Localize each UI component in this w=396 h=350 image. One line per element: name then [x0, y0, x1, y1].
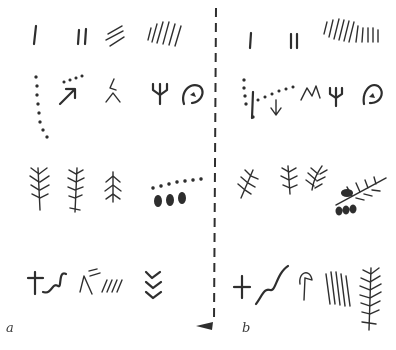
feather-sign [300, 273, 312, 300]
branch-cloud-sign [336, 177, 387, 216]
arrow-with-dots-sign [60, 75, 84, 105]
panel-a-signs [28, 22, 203, 298]
plant-sign-2 [281, 166, 297, 194]
panel-b-label: b [242, 321, 250, 336]
trident-sign [153, 84, 167, 104]
plant-sign-2 [68, 168, 84, 212]
dotted-cloud-sign [151, 177, 202, 207]
plant-sign-1 [238, 170, 258, 198]
trident-sign [330, 88, 342, 106]
single-stroke-sign [34, 26, 36, 44]
chevron-stack-sign [146, 272, 161, 298]
hatched-strokes-sign [148, 22, 181, 46]
hatched-block-sign [326, 272, 350, 306]
plant-sign-3 [105, 172, 121, 202]
hatched-strokes-sign [324, 19, 378, 42]
tree-sign [360, 268, 381, 330]
zigzag-sign [301, 86, 320, 100]
arrow-hook-sign [106, 79, 120, 102]
cross-wave-sign [28, 272, 66, 294]
slanted-strokes-sign [106, 26, 124, 46]
plant-sign-1 [30, 168, 49, 210]
dotted-line-sign [34, 75, 48, 138]
feather-arrow-sign [80, 269, 122, 294]
loop-sign [364, 85, 382, 104]
panel-divider [214, 8, 216, 322]
loop-sign [183, 85, 202, 104]
dotted-arrow-sign [252, 86, 295, 119]
panel-a-label: a [6, 321, 14, 336]
divider-end-mark [196, 322, 213, 330]
double-stroke-sign [78, 29, 86, 44]
plant-sign-3 [306, 166, 327, 190]
single-stroke-sign [250, 33, 251, 48]
cross-wave-sign [234, 266, 288, 304]
panel-b-signs [234, 19, 386, 330]
double-stroke-sign [291, 34, 297, 48]
